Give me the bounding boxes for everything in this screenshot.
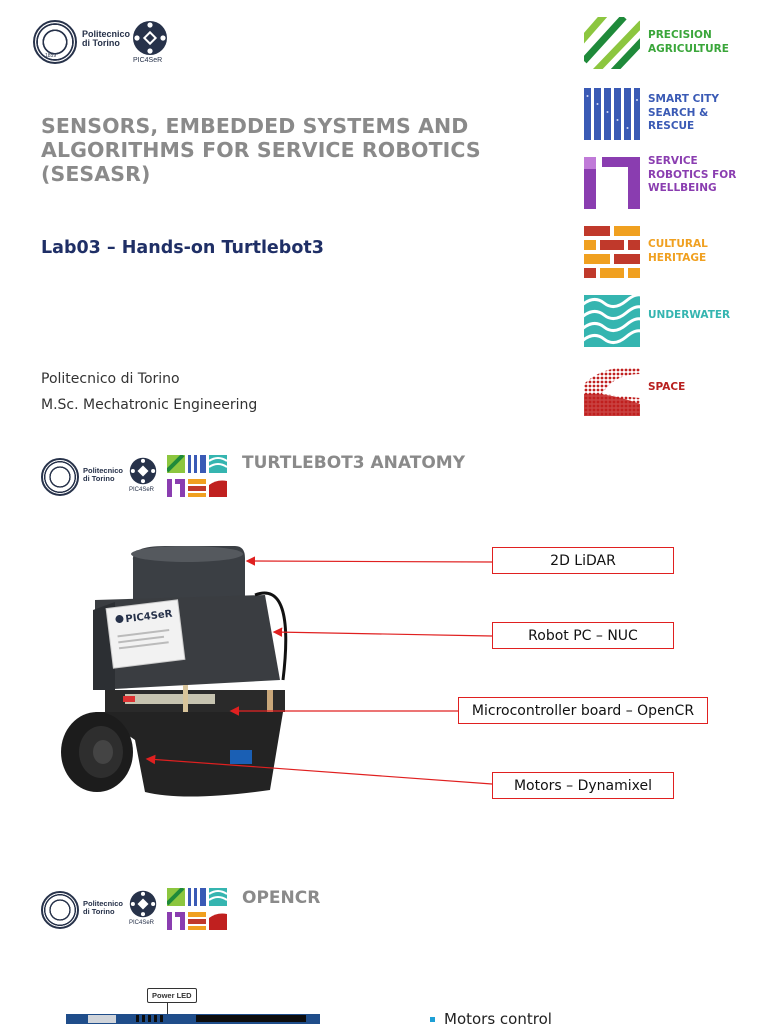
opencr-slide: Politecnico di Torino PIC4SeR OPENCR Pow… bbox=[0, 860, 768, 1028]
slide-heading: OPENCR bbox=[242, 888, 321, 908]
research-areas-mini-icon bbox=[167, 888, 228, 930]
presentation-title: SENSORS, EMBEDDED SYSTEMS AND ALGORITHMS… bbox=[41, 114, 481, 186]
category-space: SPACE bbox=[648, 381, 686, 393]
university-name-line1: Politecnico bbox=[83, 466, 124, 475]
anatomy-slide: Politecnico di Torino PIC4SeR TURTLEBOT3… bbox=[0, 440, 768, 860]
university-name-line2: di Torino bbox=[83, 906, 115, 916]
opencr-board-photo bbox=[66, 1014, 320, 1024]
bullet-marker bbox=[430, 1017, 435, 1022]
power-led-pointer bbox=[167, 1003, 168, 1015]
arrow-lidar bbox=[245, 556, 493, 566]
research-areas-mini-icon bbox=[167, 455, 228, 497]
pic4ser-label: PIC4SeR bbox=[133, 57, 163, 64]
polito-seal-year: 1859 bbox=[45, 53, 57, 59]
polito-seal-logo bbox=[33, 20, 77, 64]
callout-lidar: 2D LiDAR bbox=[492, 547, 674, 574]
pic4ser-label: PIC4SeR bbox=[129, 487, 155, 493]
category-smart-city: SMART CITY SEARCH & RESCUE bbox=[648, 93, 719, 132]
callout-robot-pc: Robot PC – NUC bbox=[492, 622, 674, 649]
pic4ser-logo-icon bbox=[133, 21, 167, 55]
polito-seal-logo bbox=[41, 891, 79, 929]
university-name-line2: di Torino bbox=[83, 473, 115, 483]
pic4ser-logo-icon bbox=[129, 890, 157, 918]
smart-city-icon bbox=[584, 88, 640, 140]
lab-subtitle: Lab03 – Hands-on Turtlebot3 bbox=[41, 238, 324, 258]
arrow-nuc bbox=[272, 627, 493, 637]
affiliation-line1: Politecnico di Torino bbox=[41, 371, 180, 387]
slide-heading: TURTLEBOT3 ANATOMY bbox=[242, 453, 466, 473]
underwater-icon bbox=[584, 295, 640, 347]
space-icon bbox=[584, 367, 640, 416]
university-name-line1: Politecnico bbox=[83, 899, 124, 908]
university-name-line2: di Torino bbox=[82, 38, 120, 49]
callout-arrows bbox=[145, 556, 493, 785]
pic4ser-label: PIC4SeR bbox=[129, 920, 155, 926]
arrow-motors bbox=[145, 754, 493, 785]
university-name: Politecnico di Torino bbox=[83, 467, 123, 483]
affiliation-line2: M.Sc. Mechatronic Engineering bbox=[41, 397, 258, 413]
service-robotics-icon bbox=[584, 157, 640, 209]
university-name-line1: Politecnico bbox=[82, 29, 131, 39]
pic4ser-logo-icon bbox=[129, 457, 157, 485]
title-slide: 1859 Politecnico di Torino PIC4SeR SENSO… bbox=[0, 0, 768, 440]
callout-opencr: Microcontroller board – OpenCR bbox=[458, 697, 708, 724]
power-led-label: Power LED bbox=[147, 988, 197, 1003]
polito-seal-logo bbox=[41, 458, 79, 496]
category-service-robotics: SERVICE ROBOTICS FOR WELLBEING bbox=[648, 155, 737, 194]
category-underwater: UNDERWATER bbox=[648, 309, 731, 321]
bullet-list-item: Motors control bbox=[430, 1010, 552, 1028]
category-precision-agriculture: PRECISION AGRICULTURE bbox=[648, 29, 729, 55]
category-cultural-heritage: CULTURAL HERITAGE bbox=[648, 238, 708, 264]
cultural-heritage-icon bbox=[584, 226, 640, 278]
turtlebot3-robot-photo: PIC4SeR bbox=[61, 546, 288, 797]
university-name: Politecnico di Torino bbox=[83, 900, 123, 916]
bullet-text: Motors control bbox=[444, 1010, 552, 1028]
precision-agriculture-icon bbox=[584, 17, 640, 69]
callout-motors: Motors – Dynamixel bbox=[492, 772, 674, 799]
university-name: Politecnico di Torino bbox=[82, 29, 131, 49]
